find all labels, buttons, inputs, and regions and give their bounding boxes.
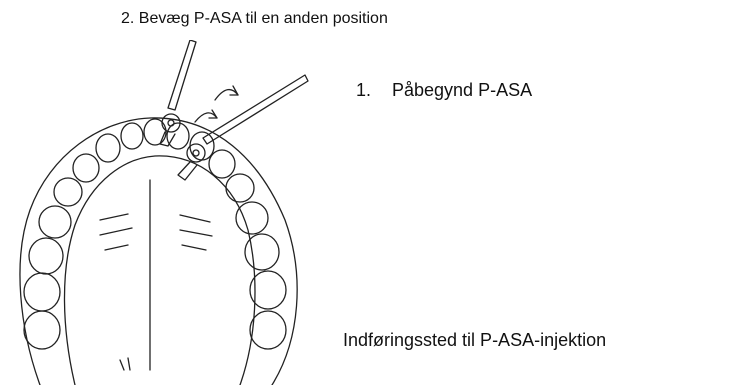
step-1-number: 1. — [356, 80, 392, 101]
dental-arch — [20, 118, 297, 385]
injection-site-caption: Indføringssted til P-ASA-injektion — [343, 330, 606, 351]
step-1-caption: 1.Påbegynd P-ASA — [356, 80, 532, 101]
movement-arrows — [195, 86, 238, 122]
step-1-text: Påbegynd P-ASA — [392, 80, 532, 100]
palate-illustration — [0, 40, 330, 385]
step-2-caption: 2. Bevæg P-ASA til en anden position — [121, 10, 388, 28]
